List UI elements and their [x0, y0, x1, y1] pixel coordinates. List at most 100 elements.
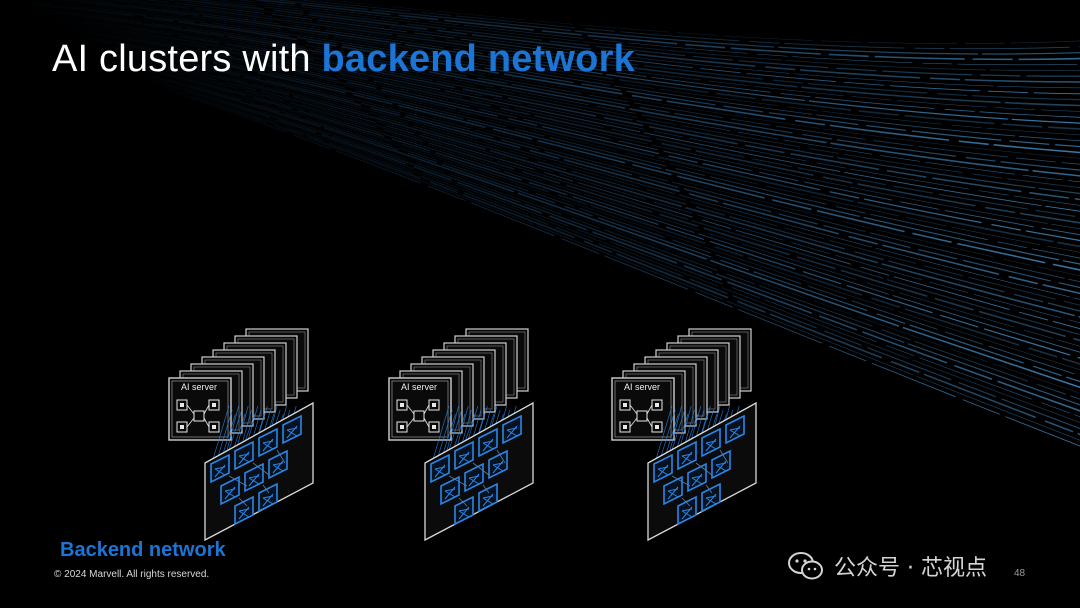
light-streak: [91, 48, 1080, 312]
light-streak: [88, 46, 1080, 306]
watermark-text: 公众号 · 芯视点: [834, 556, 987, 581]
light-streak: [322, 0, 1080, 44]
switch-glyph: [729, 425, 741, 439]
light-streak: [45, 20, 1080, 218]
switch-link: [705, 484, 713, 494]
switch-glyph: [238, 506, 250, 520]
switch-glyph: [681, 506, 693, 520]
light-streak: [42, 19, 1080, 212]
chip-link: [629, 404, 638, 415]
light-streak: [154, 86, 1080, 441]
backend-network-legend: Backend network: [60, 539, 226, 561]
light-streak: [102, 55, 1080, 336]
network-switch: [220, 475, 240, 506]
switch-glyph: [482, 438, 494, 452]
light-streak: [134, 74, 1080, 400]
gpu-chip-core: [432, 425, 436, 429]
ai-cluster-1: AI server: [165, 318, 355, 542]
chip-link: [406, 404, 415, 415]
light-streak: [19, 5, 1080, 165]
switch-glyph: [444, 486, 456, 500]
light-streak: [111, 60, 1080, 353]
light-streak: [114, 61, 1080, 359]
light-streak: [105, 56, 1080, 342]
network-switch: [454, 495, 474, 526]
network-switch: [711, 449, 731, 480]
light-streak: [99, 53, 1080, 330]
switch-glyph: [492, 460, 504, 474]
switch-glyph: [434, 464, 446, 478]
light-streak: [125, 68, 1080, 383]
switch-link: [482, 484, 490, 494]
light-streak: [17, 4, 1080, 159]
switch-glyph: [224, 486, 236, 500]
switch-link: [276, 449, 286, 464]
light-streak: [298, 0, 1080, 50]
light-streak: [13, 0, 1080, 142]
network-cable: [430, 405, 450, 467]
gpu-chip-core: [212, 425, 216, 429]
switch-glyph: [248, 473, 260, 487]
network-switch: [488, 449, 508, 480]
chip-link: [203, 404, 210, 415]
light-streak: [145, 81, 1080, 424]
light-streak: [65, 33, 1080, 259]
wechat-icon: [788, 552, 823, 580]
copyright-notice: © 2024 Marvell. All rights reserved.: [54, 569, 210, 580]
light-streak: [60, 0, 1080, 124]
switch-link: [681, 497, 691, 507]
light-streak: [31, 0, 1080, 136]
slide-title-prefix: AI clusters with: [52, 38, 322, 80]
switch-glyph: [468, 473, 480, 487]
light-streak: [125, 0, 1080, 101]
light-streak: [14, 1, 1080, 154]
switch-glyph: [667, 486, 679, 500]
switch-glyph: [705, 493, 717, 507]
light-streak: [94, 49, 1080, 318]
light-streak: [31, 12, 1080, 189]
network-switch: [478, 427, 498, 458]
slide-title: AI clusters with backend network: [52, 38, 635, 81]
network-switch: [725, 414, 745, 445]
chip-link: [186, 404, 195, 415]
light-streak: [97, 52, 1080, 324]
switch-chip: [193, 410, 205, 422]
gpu-chip-core: [432, 403, 436, 407]
switch-link: [238, 497, 248, 507]
light-streak: [77, 39, 1080, 283]
network-switch: [701, 482, 721, 513]
front-server-card: [388, 377, 452, 441]
chip-link: [423, 404, 430, 415]
network-switch: [258, 427, 278, 458]
gpu-chip-core: [180, 403, 184, 407]
switch-chip: [413, 410, 425, 422]
light-streaks: [11, 0, 1080, 447]
light-streak: [48, 22, 1080, 224]
chip-link: [406, 417, 415, 428]
gpu-chip-core: [212, 403, 216, 407]
light-streak: [163, 0, 1080, 89]
chip-link: [646, 417, 653, 428]
light-streak: [237, 0, 1080, 66]
chip-link: [423, 417, 430, 428]
network-switch: [258, 482, 278, 513]
light-streak: [216, 0, 1080, 71]
light-streak: [79, 41, 1080, 289]
light-streak: [274, 0, 1080, 55]
network-switch: [268, 449, 288, 480]
server-label-1: AI server: [181, 382, 218, 392]
switch-chip: [636, 410, 648, 422]
light-streak: [144, 0, 1080, 95]
ai-cluster-2: AI server: [385, 318, 575, 542]
gpu-chip-core: [180, 425, 184, 429]
network-switch: [663, 475, 683, 506]
switch-glyph: [214, 464, 226, 478]
switch-link: [496, 449, 506, 464]
network-switch: [234, 440, 254, 471]
light-streak: [28, 10, 1080, 183]
light-streak: [128, 70, 1080, 389]
network-switch: [430, 453, 450, 484]
network-cable: [653, 405, 673, 467]
switch-link: [695, 462, 713, 476]
